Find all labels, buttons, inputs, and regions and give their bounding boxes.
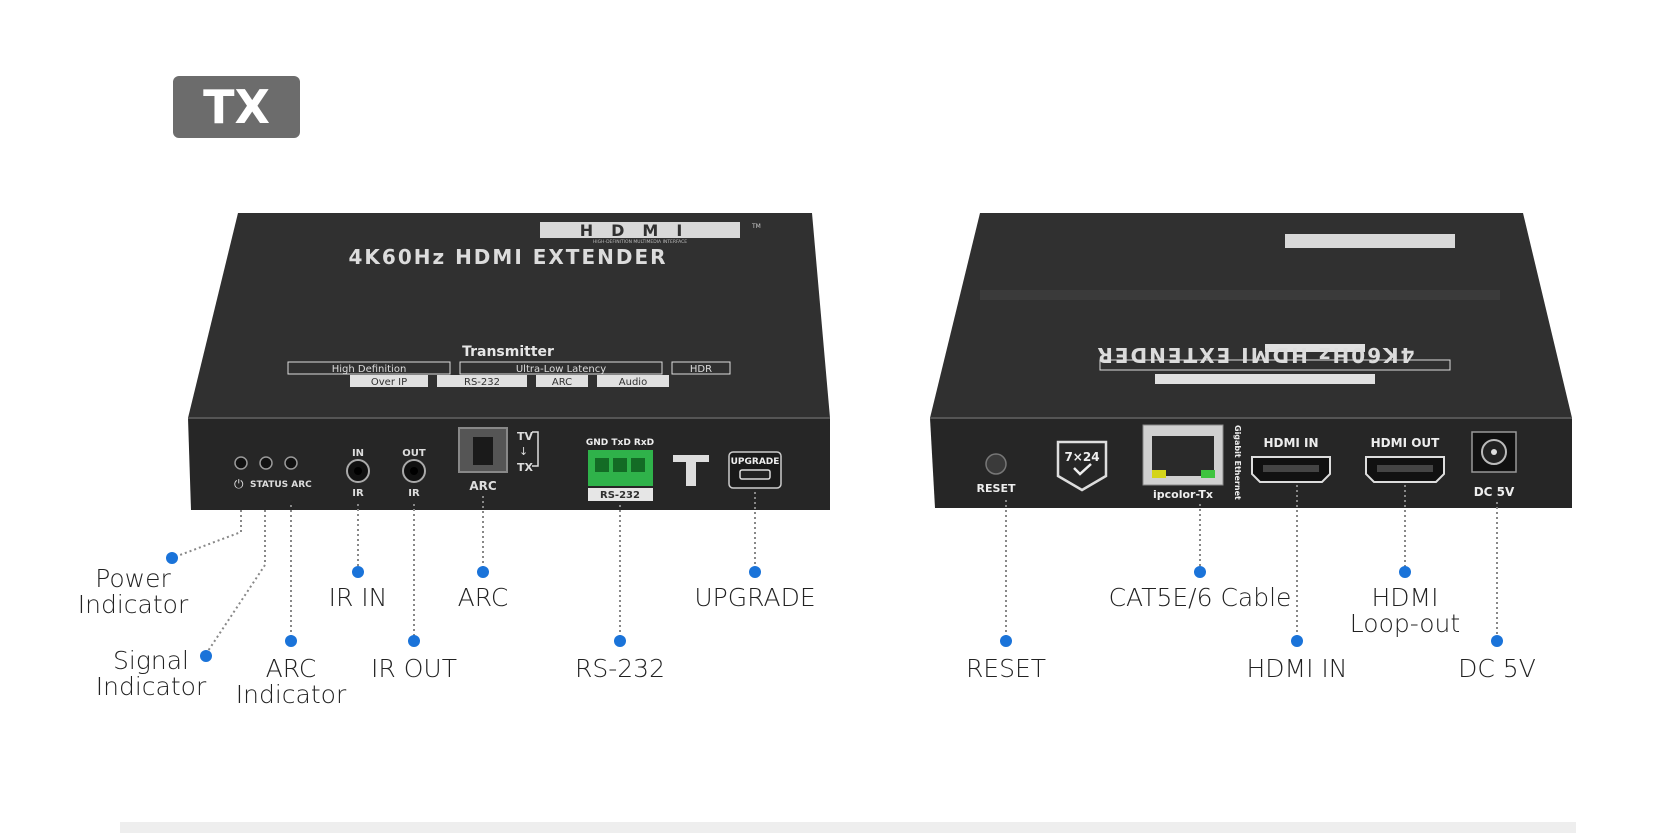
rs232-port-label: RS-232 — [600, 490, 640, 501]
callout-reset: RESET — [965, 654, 1047, 683]
service-shield-icon — [1056, 440, 1108, 492]
rs232-dot — [614, 635, 626, 647]
callout-signal-line2: Indicator — [95, 672, 207, 701]
tx-title: 4K60Hz HDMI EXTENDER — [348, 245, 667, 269]
t-logo-icon — [673, 455, 709, 462]
tx-tm: TM — [751, 223, 761, 230]
ir-in-top-label: IN — [352, 448, 364, 459]
tx-tag-high-definition: High Definition — [332, 364, 407, 375]
tx-badge-label: TX — [203, 80, 270, 134]
signal-leader — [205, 510, 266, 655]
upgrade-dot — [749, 566, 761, 578]
arc-indicator-dot — [285, 635, 297, 647]
tx-label: TX — [517, 461, 534, 474]
callout-signal-line1: Signal — [113, 646, 189, 675]
arc-led-icon — [284, 456, 298, 470]
bottom-divider — [120, 822, 1576, 833]
tx-tag-hdr: HDR — [690, 364, 712, 375]
dc-dot — [1491, 635, 1503, 647]
service-label: 7×24 — [1064, 450, 1099, 464]
ir-out-dot — [408, 635, 420, 647]
tx-tag-over-ip: Over IP — [371, 377, 407, 388]
callout-arc-indicator: ARC Indicator — [230, 656, 352, 708]
tx-tag-audio: Audio — [619, 377, 647, 388]
tx-brand-sub: HIGH-DEFINITION MULTIMEDIA INTERFACE — [593, 239, 687, 245]
callout-hdmi-loop-line2: Loop-out — [1349, 609, 1461, 638]
callout-dc-5v: DC 5V — [1458, 654, 1536, 683]
tx-hdmi-logo-text: HDMI — [580, 221, 701, 240]
callout-power-line2: Indicator — [77, 590, 189, 619]
tx-badge: TX — [173, 76, 300, 138]
power-dot — [166, 552, 178, 564]
hdmi-in-panel-label: HDMI IN — [1263, 436, 1318, 450]
callout-hdmi-loop-out: HDMI Loop-out — [1335, 585, 1475, 637]
callout-arc-indicator-line2: Indicator — [235, 680, 347, 709]
gigabit-label: Gigabit Ethernet — [1233, 425, 1242, 500]
callout-power-line1: Power — [95, 564, 171, 593]
reset-dot — [1000, 635, 1012, 647]
arrow-down-icon: ↓ — [519, 445, 528, 458]
power-led-icon — [234, 456, 248, 470]
svg-text:4K60Hz HDMI EXTENDER: 4K60Hz HDMI EXTENDER — [1095, 343, 1414, 367]
callout-power-indicator: Power Indicator — [72, 566, 194, 618]
rx-top-surface — [930, 213, 1572, 418]
callout-cat-cable: CAT5E/6 Cable — [1108, 583, 1292, 612]
ir-in-dot — [352, 566, 364, 578]
tx-tag-ultra-low-latency: Ultra-Low Latency — [516, 364, 606, 375]
callout-upgrade: UPGRADE — [694, 583, 816, 612]
tx-hdmi-logo-icon — [540, 222, 740, 238]
signal-dot — [200, 650, 212, 662]
ir-out-top-label: OUT — [402, 448, 426, 459]
status-arc-label: STATUS ARC — [250, 480, 312, 490]
rs232-pins-label: GND TxD RxD — [586, 438, 654, 448]
upgrade-port-label: UPGRADE — [731, 457, 780, 467]
hdmi-loop-dot — [1399, 566, 1411, 578]
arc-port-label: ARC — [469, 479, 497, 493]
hdmi-out-panel-label: HDMI OUT — [1371, 436, 1441, 450]
callout-hdmi-loop-line1: HDMI — [1371, 583, 1439, 612]
tv-label: TV — [517, 430, 534, 443]
callout-arc: ARC — [457, 583, 509, 612]
dc-panel-label: DC 5V — [1474, 485, 1515, 499]
callout-rs232: RS-232 — [575, 654, 665, 683]
ir-in-bottom-label: IR — [352, 488, 364, 499]
callout-signal-indicator: Signal Indicator — [90, 648, 212, 700]
power-leader — [171, 510, 242, 559]
signal-led-icon — [259, 456, 273, 470]
ethernet-label: ipcolor-Tx — [1153, 488, 1213, 501]
callout-arc-indicator-line1: ARC — [265, 654, 317, 683]
callout-ir-out: IR OUT — [371, 654, 457, 683]
callout-hdmi-in: HDMI IN — [1246, 654, 1348, 683]
tx-top-surface — [188, 213, 830, 418]
rx-top-print-icon — [980, 234, 1500, 384]
power-symbol-icon: ⏻ — [234, 477, 244, 491]
arc-dot — [477, 566, 489, 578]
ir-out-bottom-label: IR — [408, 488, 420, 499]
tx-tag-rs232: RS-232 — [464, 377, 500, 388]
tx-subtitle: Transmitter — [462, 344, 554, 360]
reset-panel-label: RESET — [977, 482, 1016, 495]
reset-button-icon — [985, 453, 1007, 475]
callout-ir-in: IR IN — [328, 583, 388, 612]
hdmi-in-dot — [1291, 635, 1303, 647]
tx-front-panel — [188, 418, 830, 510]
cat-dot — [1194, 566, 1206, 578]
tx-tag-arc: ARC — [552, 377, 572, 388]
